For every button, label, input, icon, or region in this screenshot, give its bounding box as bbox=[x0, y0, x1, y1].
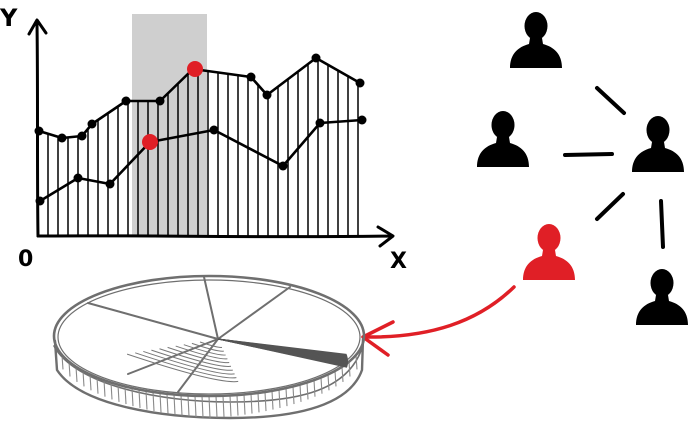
origin-label: 0 bbox=[18, 247, 33, 272]
series-point bbox=[278, 161, 288, 171]
person-icon bbox=[510, 12, 562, 68]
x-axis-arrowhead bbox=[376, 225, 395, 248]
connector-left-to-right bbox=[563, 152, 614, 157]
series-points bbox=[34, 53, 367, 206]
series-point bbox=[246, 72, 256, 82]
person-icon bbox=[632, 116, 684, 172]
highlight-band bbox=[132, 14, 207, 236]
connector-top-to-right bbox=[595, 86, 626, 115]
connector-right-to-red bbox=[595, 192, 625, 221]
series-point bbox=[262, 90, 272, 100]
network-diagram bbox=[477, 12, 688, 325]
x-axis bbox=[36, 234, 394, 239]
pie-chart-3d-sketch bbox=[52, 274, 366, 420]
curved-arrow-icon bbox=[361, 285, 516, 357]
series-point bbox=[357, 115, 367, 125]
connector-right-to-bottom bbox=[659, 199, 665, 249]
series-point bbox=[311, 53, 321, 63]
series-point bbox=[57, 133, 67, 143]
hatch-lines bbox=[47, 59, 359, 236]
y-axis bbox=[35, 22, 40, 238]
series-point bbox=[121, 96, 131, 106]
series-point bbox=[73, 173, 83, 183]
highlight-point-lower bbox=[142, 134, 158, 150]
lower-series-line bbox=[38, 118, 364, 203]
series-point bbox=[315, 118, 325, 128]
series-point bbox=[155, 96, 165, 106]
highlight-point-upper bbox=[187, 61, 203, 77]
highlighted-person-icon bbox=[523, 224, 575, 280]
x-axis-label: X bbox=[390, 249, 407, 274]
line-chart-sketch: Y X 0 bbox=[0, 4, 407, 274]
series-point bbox=[77, 131, 87, 141]
series-point bbox=[355, 78, 365, 88]
y-axis-arrowhead bbox=[27, 18, 48, 36]
y-axis-label: Y bbox=[0, 4, 18, 32]
series-point bbox=[105, 179, 115, 189]
series-point bbox=[209, 125, 219, 135]
person-icon bbox=[477, 111, 529, 167]
series-point bbox=[87, 119, 97, 129]
person-icon bbox=[636, 269, 688, 325]
